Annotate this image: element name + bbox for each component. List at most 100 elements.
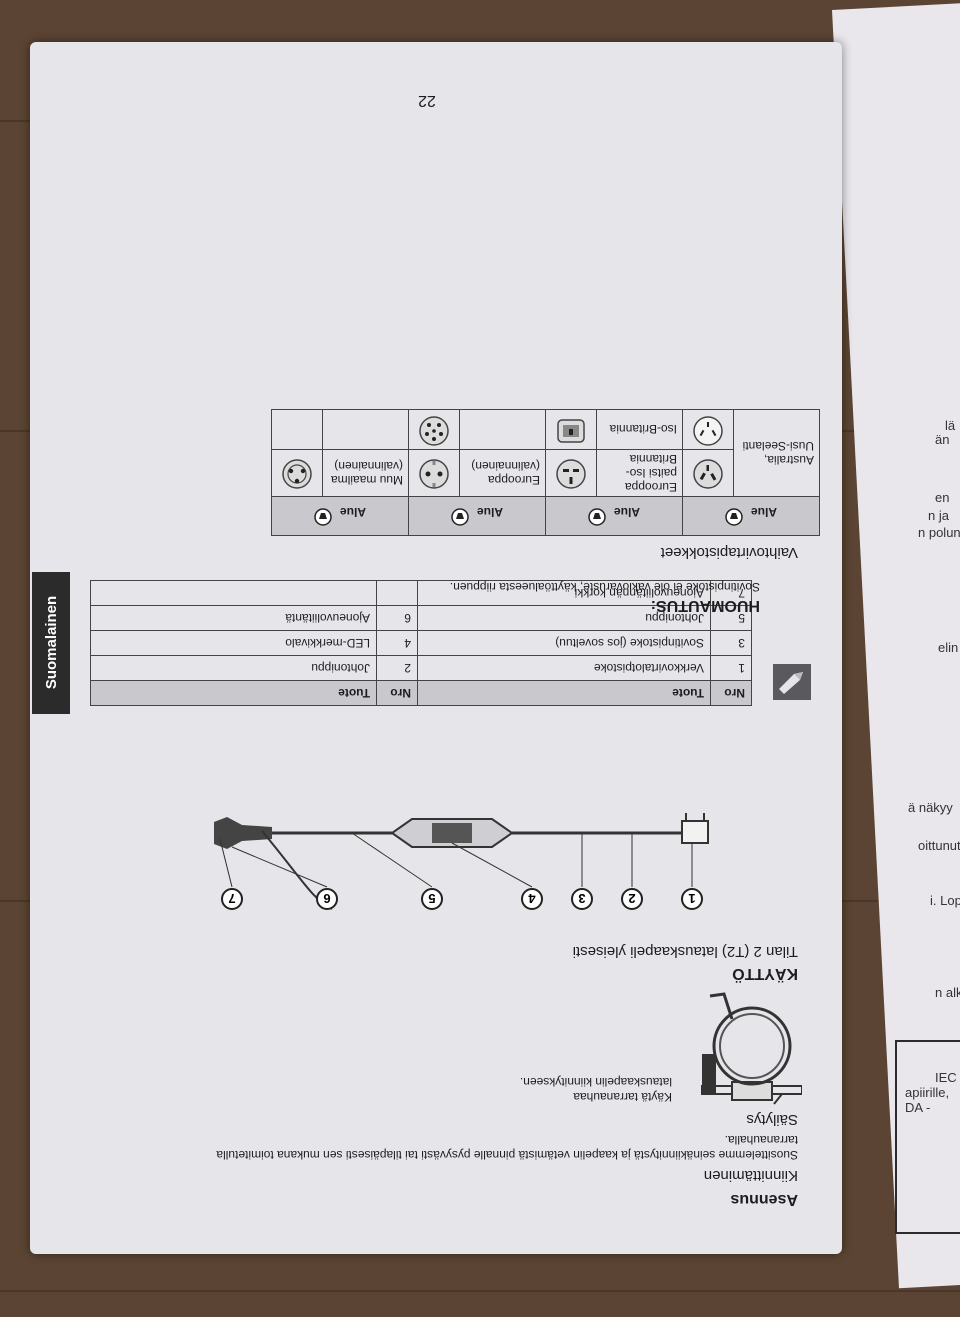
installation-heading: Asennus [730,1191,798,1208]
table-cell: Ajoneuvoliitäntä [90,605,377,631]
table-cell: Sovitinpistoke (jos soveltuu) [417,630,711,656]
header-tuote: Tuote [90,680,377,706]
storage-text-line: Käytä tarranauhaa [573,1090,672,1104]
region-name: Eurooppa paitsi Iso-Britannia [596,449,683,497]
callout-5 [421,888,443,910]
plug-type-g-icon [557,419,585,443]
socket-type-g-icon [556,459,586,490]
socket-cell [408,449,460,497]
callout-1 [681,888,703,910]
callout-7 [221,888,243,910]
region-label: Alue [340,505,367,520]
table-cell: Johtonippu [90,655,377,681]
language-tab: Suomalainen [32,572,70,714]
note-heading: HUOMAUTUS: [650,597,760,614]
facing-text: DA - [905,1100,931,1115]
table-cell [376,580,418,606]
socket-cell [271,449,323,497]
region-name: Eurooppa (valinnainen) [459,449,546,497]
socket-cell [682,409,734,450]
socket-cell [682,449,734,497]
callout-3 [571,888,593,910]
socket-cell [545,449,597,497]
table-cell: 4 [376,630,418,656]
facing-text: n polun [918,525,960,540]
manual-page: 22 Asennus Kiinnittäminen Suosittelemme … [30,42,842,1254]
facing-text: apiirille, [905,1085,950,1100]
mounting-text: Suosittelemme seinäkiinnitystä ja kaapel… [98,1132,798,1162]
callout-label: 2 [628,891,635,906]
socket-cell [408,409,460,450]
table-cell: Verkkovirtalotpistoke [417,655,711,681]
socket-type-i-icon [693,459,723,490]
plug-type-i-icon [693,416,723,446]
plug-symbol-icon [314,508,332,527]
callout-label: 6 [323,891,330,906]
plug-symbol-icon [725,508,743,527]
facing-text: ä näkyy [908,800,953,815]
page-number: 22 [418,92,436,109]
table-cell: 2 [376,655,418,681]
cable-diagram: 1 2 3 4 5 6 7 [214,813,709,910]
adapters-row: Iso-Britannia [271,409,820,450]
mounting-title: Kiinnittäminen [703,1167,798,1184]
callout-4 [521,888,543,910]
callout-2 [621,888,643,910]
region-header: Alue [545,496,683,536]
storage-text: Käytä tarranauhaa latauskaapelin kiinnit… [520,1074,672,1104]
empty-cell [322,409,409,450]
mounting-text-line: Suosittelemme seinäkiinnitystä ja kaapel… [216,1148,798,1162]
table-row: 1 Verkkovirtalotpistoke 2 Johtonippu [90,655,752,681]
facing-text: lä [945,418,956,433]
region-name: Australia, Uusi-Seelanti [733,409,820,497]
facing-text: n alkana. [935,985,960,1000]
table-cell [90,580,377,606]
diagram-title: Tilan 2 (T2) latauskaapeli yleisesti [572,943,798,960]
table-cell: 6 [376,605,418,631]
table-header-row: Nro Tuote Nro Tuote [90,680,752,706]
facing-text: oittunut [918,838,960,853]
mounting-text-line: tarranauhalla. [724,1133,798,1147]
facing-page-box [895,1040,960,1234]
plug-symbol-icon [451,508,469,527]
socket-cee-5pin-icon [419,416,449,446]
socket-cell [545,409,597,450]
region-name: Iso-Britannia [596,409,683,450]
table-row: 3 Sovitinpistoke (jos soveltuu) 4 LED-me… [90,630,752,656]
adapters-header-row: Alue Alue Alue Alue [271,496,820,536]
facing-text: en [935,490,950,505]
region-header: Alue [408,496,546,536]
adapters-table: Alue Alue Alue Alue Australia, Uusi-Seel… [271,409,820,536]
facing-text: IEC [935,1070,957,1085]
region-header: Alue [682,496,820,536]
facing-text: elin [938,640,959,655]
callout-label: 1 [688,891,695,906]
callout-6 [316,888,338,910]
empty-cell [271,409,323,450]
region-label: Alue [614,505,641,520]
facing-text: än [935,432,950,447]
header-tuote: Tuote [417,680,711,706]
adapters-title: Vaihtovirtapistokkeet [660,544,798,561]
callout-label: 5 [428,891,435,906]
header-nro: Nro [710,680,752,706]
table-cell: LED-merkkivalo [90,630,377,656]
callout-label: 3 [578,891,585,906]
plug-symbol-icon [588,508,606,527]
region-header: Alue [271,496,409,536]
table-cell: 3 [710,630,752,656]
language-tab-label: Suomalainen [42,596,60,690]
adapters-row: Australia, Uusi-Seelanti Eurooppa paitsi… [271,409,820,497]
storage-text-line: latauskaapelin kiinnitykseen. [519,1075,672,1089]
header-nro: Nro [376,680,418,706]
cable-storage-illustration [701,992,802,1105]
socket-cee-icon [282,459,312,490]
region-label: Alue [751,505,778,520]
facing-text: n ja [928,508,949,523]
region-name: Muu maailma (valinnainen) [322,449,409,497]
pencil-note-icon [773,664,811,700]
region-label: Alue [477,505,504,520]
callout-label: 4 [528,891,536,906]
usage-heading: KÄYTTÖ [732,965,798,982]
note-text: Sovitinpistoke ei ole vakiovaruste, käyt… [449,580,760,594]
